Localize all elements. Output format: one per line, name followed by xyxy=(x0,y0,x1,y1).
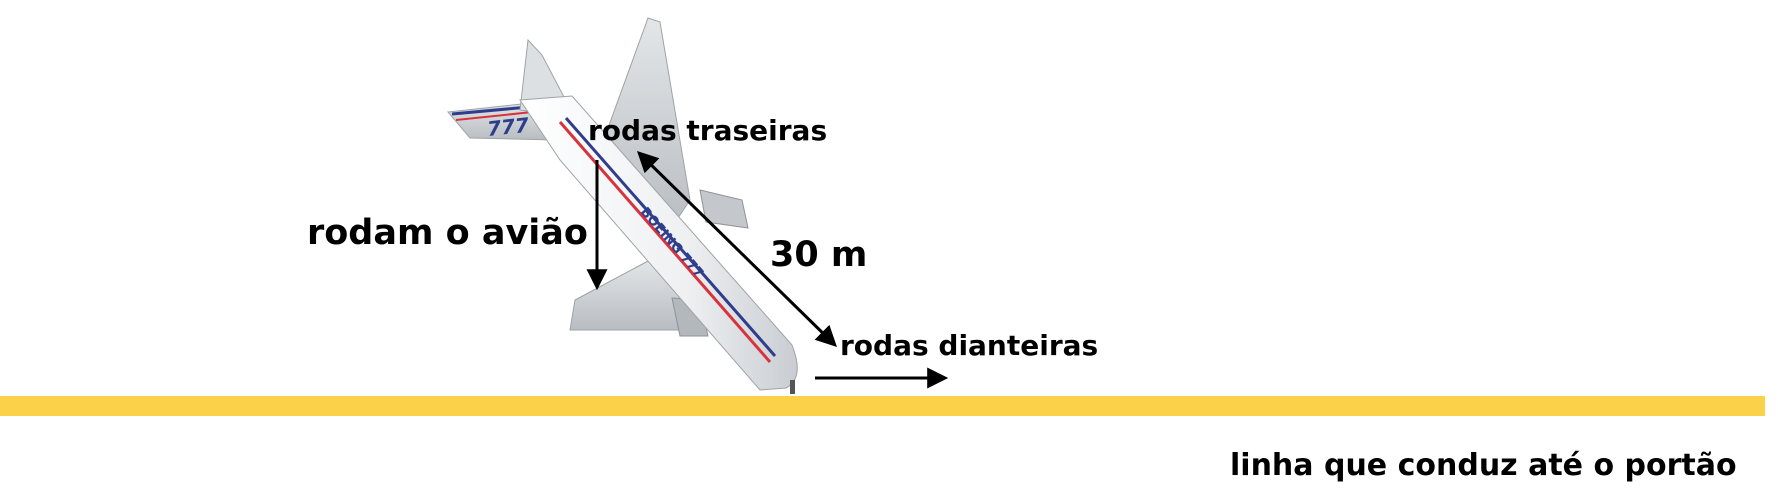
airplane-upper-engine xyxy=(699,189,749,229)
airplane-image: BOEING 777 777 xyxy=(447,17,798,394)
front-wheels-label: rodas dianteiras xyxy=(840,329,1098,362)
guide-line-label: linha que conduz até o portão xyxy=(1230,448,1737,483)
rotate-label: rodam o avião xyxy=(307,213,588,253)
guide-line-bar xyxy=(0,396,1765,416)
distance-label: 30 m xyxy=(770,235,867,275)
airplane-tail-text: 777 xyxy=(486,113,530,141)
distance-arrow xyxy=(636,151,838,347)
rear-wheels-label: rodas traseiras xyxy=(588,114,827,147)
